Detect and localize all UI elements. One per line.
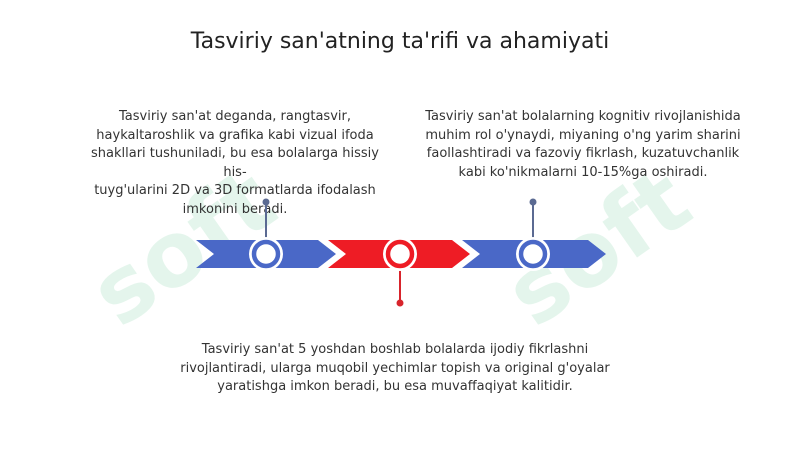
connector-right-dot <box>529 198 537 206</box>
node-right <box>516 237 550 271</box>
node-left <box>249 237 283 271</box>
text-block-bottom: Tasviriy san'at 5 yoshdan boshlab bolala… <box>180 342 610 394</box>
text-block-left: Tasviriy san'at deganda, rangtasvir, hay… <box>91 109 379 217</box>
page-title: Tasviriy san'atning ta'rifi va ahamiyati <box>190 29 610 54</box>
connector-left-dot <box>262 198 270 206</box>
node-center <box>383 237 417 271</box>
text-block-right: Tasviriy san'at bolalarning kognitiv riv… <box>425 109 741 180</box>
connector-center-dot <box>396 299 404 307</box>
